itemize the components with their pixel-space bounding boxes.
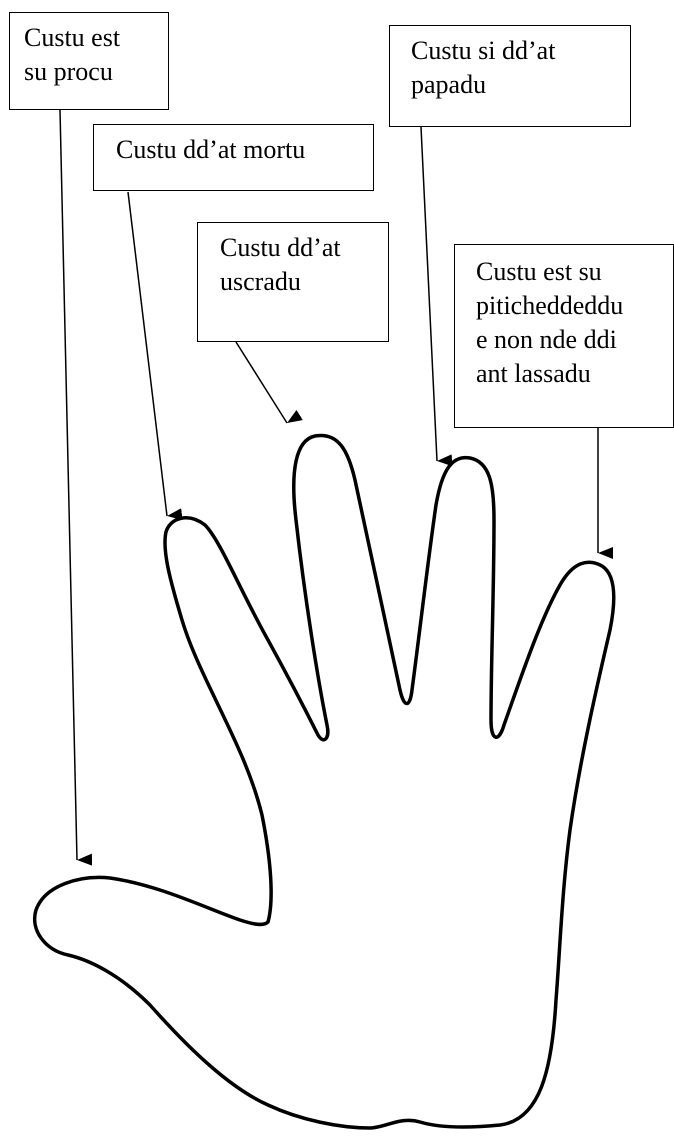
arrow-middle: [235, 341, 303, 424]
arrow-ring: [420, 126, 453, 467]
label-middle-finger: Custu dd’at uscradu: [197, 222, 389, 342]
label-ring-finger: Custu si dd’at papadu: [389, 25, 631, 127]
label-thumb: Custu est su procu: [9, 12, 169, 110]
hand-outline: [33, 433, 616, 1130]
label-little-finger: Custu est su piticheddeddu e non nde ddi…: [454, 244, 674, 428]
label-index-finger: Custu dd’at mortu: [93, 124, 374, 191]
arrow-thumb: [59, 109, 93, 866]
arrow-index: [127, 191, 183, 521]
